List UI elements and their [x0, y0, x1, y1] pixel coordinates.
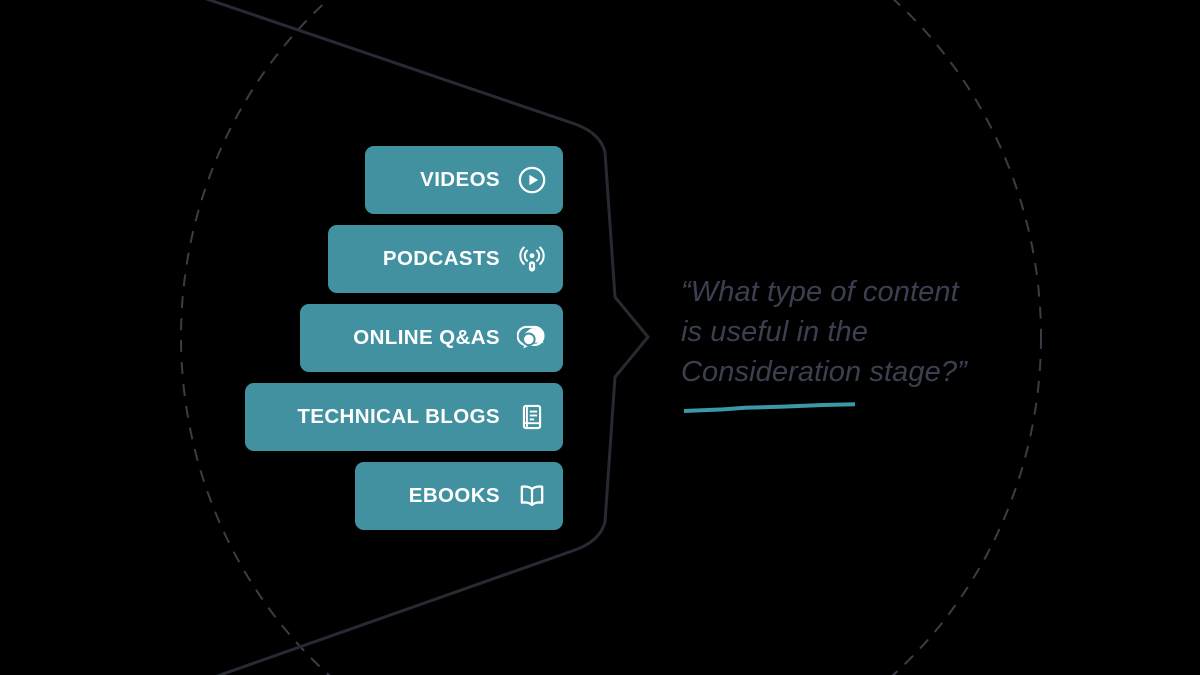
open-book-icon [517, 481, 547, 511]
bar-label-ebooks: EBOOKS [408, 483, 500, 507]
content-type-bar-videos[interactable]: VIDEOS [365, 146, 563, 214]
bar-label-online-qas: ONLINE Q&As [353, 325, 500, 349]
content-type-bar-online-qas[interactable]: ONLINE Q&As [300, 304, 563, 372]
content-type-bar-ebooks[interactable]: EBOOKS [355, 462, 563, 530]
quote-line-1: “What type of content [681, 276, 959, 308]
bar-label-videos: VIDEOS [420, 167, 500, 191]
article-icon [517, 402, 547, 432]
quote-block: “What type of content is useful in the C… [681, 272, 1011, 392]
bar-label-podcasts: PODCASTS [382, 246, 500, 270]
speech-bubbles-icon [517, 323, 547, 353]
quote-line-3: Consideration stage?” [681, 356, 967, 388]
content-type-bar-technical-blogs[interactable]: TECHNICAL BLOGS [245, 383, 563, 451]
bar-label-technical-blogs: TECHNICAL BLOGS [297, 404, 500, 428]
podcast-icon [517, 244, 547, 274]
quote-line-2: is useful in the [681, 316, 868, 348]
play-circle-icon [517, 165, 547, 195]
content-type-bar-podcasts[interactable]: PODCASTS [328, 225, 563, 293]
quote-underline [683, 402, 856, 413]
